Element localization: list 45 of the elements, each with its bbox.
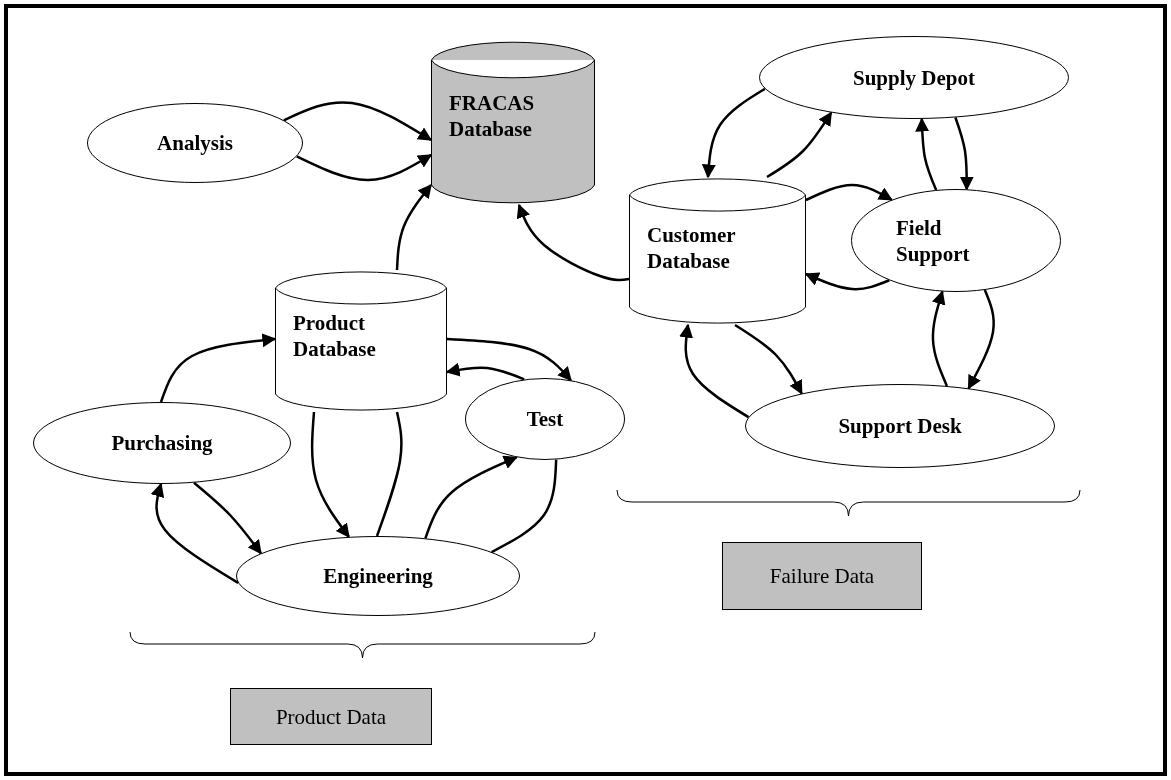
node-label: Test bbox=[525, 405, 565, 433]
database-cylinder bbox=[431, 40, 595, 205]
arrow bbox=[395, 183, 432, 271]
arrow bbox=[805, 183, 893, 202]
arrow bbox=[804, 272, 890, 291]
arrow bbox=[446, 337, 572, 382]
node-label: Purchasing bbox=[110, 429, 214, 457]
arrow bbox=[283, 101, 433, 142]
process-ellipse bbox=[745, 384, 1055, 468]
category-box bbox=[722, 542, 922, 610]
node-label: Customer Database bbox=[647, 222, 737, 275]
process-ellipse bbox=[851, 189, 1061, 292]
node-label: Support Desk bbox=[837, 412, 963, 440]
arrow bbox=[445, 362, 525, 381]
category-label: Product Data bbox=[274, 703, 388, 730]
category-label: Failure Data bbox=[768, 562, 876, 590]
node-label: FRACAS Database bbox=[449, 90, 536, 143]
arrow bbox=[516, 203, 630, 282]
arrow bbox=[159, 333, 277, 403]
arrow bbox=[954, 117, 974, 191]
process-ellipse bbox=[465, 378, 625, 460]
category-box bbox=[230, 688, 432, 745]
arrow bbox=[766, 111, 833, 179]
process-ellipse bbox=[759, 36, 1069, 119]
arrow bbox=[424, 455, 518, 539]
node-label: Supply Depot bbox=[852, 64, 976, 91]
database-cylinder bbox=[629, 177, 806, 325]
arrow bbox=[296, 153, 433, 182]
node-label: Analysis bbox=[156, 129, 234, 157]
arrow bbox=[931, 290, 948, 387]
process-ellipse bbox=[87, 103, 303, 183]
process-ellipse bbox=[236, 536, 520, 616]
arrow bbox=[193, 481, 262, 555]
arrow bbox=[915, 117, 938, 191]
arrow bbox=[967, 289, 995, 390]
arrow bbox=[679, 323, 750, 419]
node-label: Field Support bbox=[896, 214, 971, 267]
arrow bbox=[310, 411, 350, 538]
arrow bbox=[150, 482, 239, 584]
process-ellipse bbox=[33, 402, 291, 484]
database-cylinder bbox=[275, 270, 447, 412]
node-label: Product Database bbox=[293, 310, 377, 363]
arrow bbox=[734, 323, 803, 395]
arrow bbox=[701, 87, 766, 179]
node-label: Engineering bbox=[322, 562, 434, 590]
